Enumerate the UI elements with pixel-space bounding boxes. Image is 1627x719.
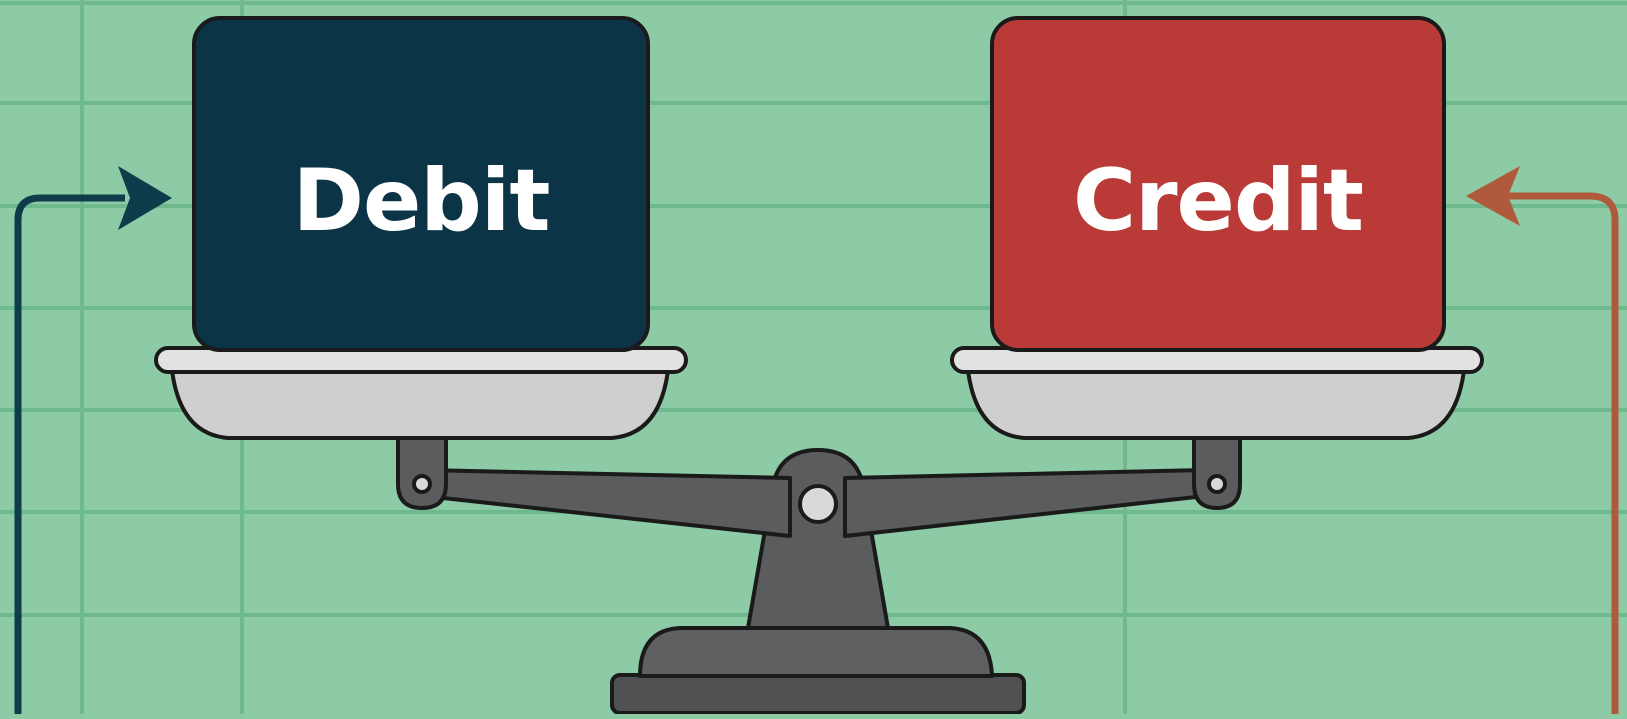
arrow-right-icon [18, 166, 172, 714]
pivot-pin-icon [800, 486, 836, 522]
credit-label: Credit [1073, 151, 1363, 251]
left-pan [156, 348, 686, 438]
scale-base [612, 628, 1024, 713]
arrow-left-icon [1466, 166, 1615, 714]
right-pan-hanger [1194, 438, 1240, 508]
credit-box: Credit [992, 18, 1444, 350]
debit-box: Debit [194, 18, 648, 350]
left-pan-hanger [398, 438, 446, 508]
debit-label: Debit [293, 151, 550, 251]
right-pan [952, 348, 1482, 438]
